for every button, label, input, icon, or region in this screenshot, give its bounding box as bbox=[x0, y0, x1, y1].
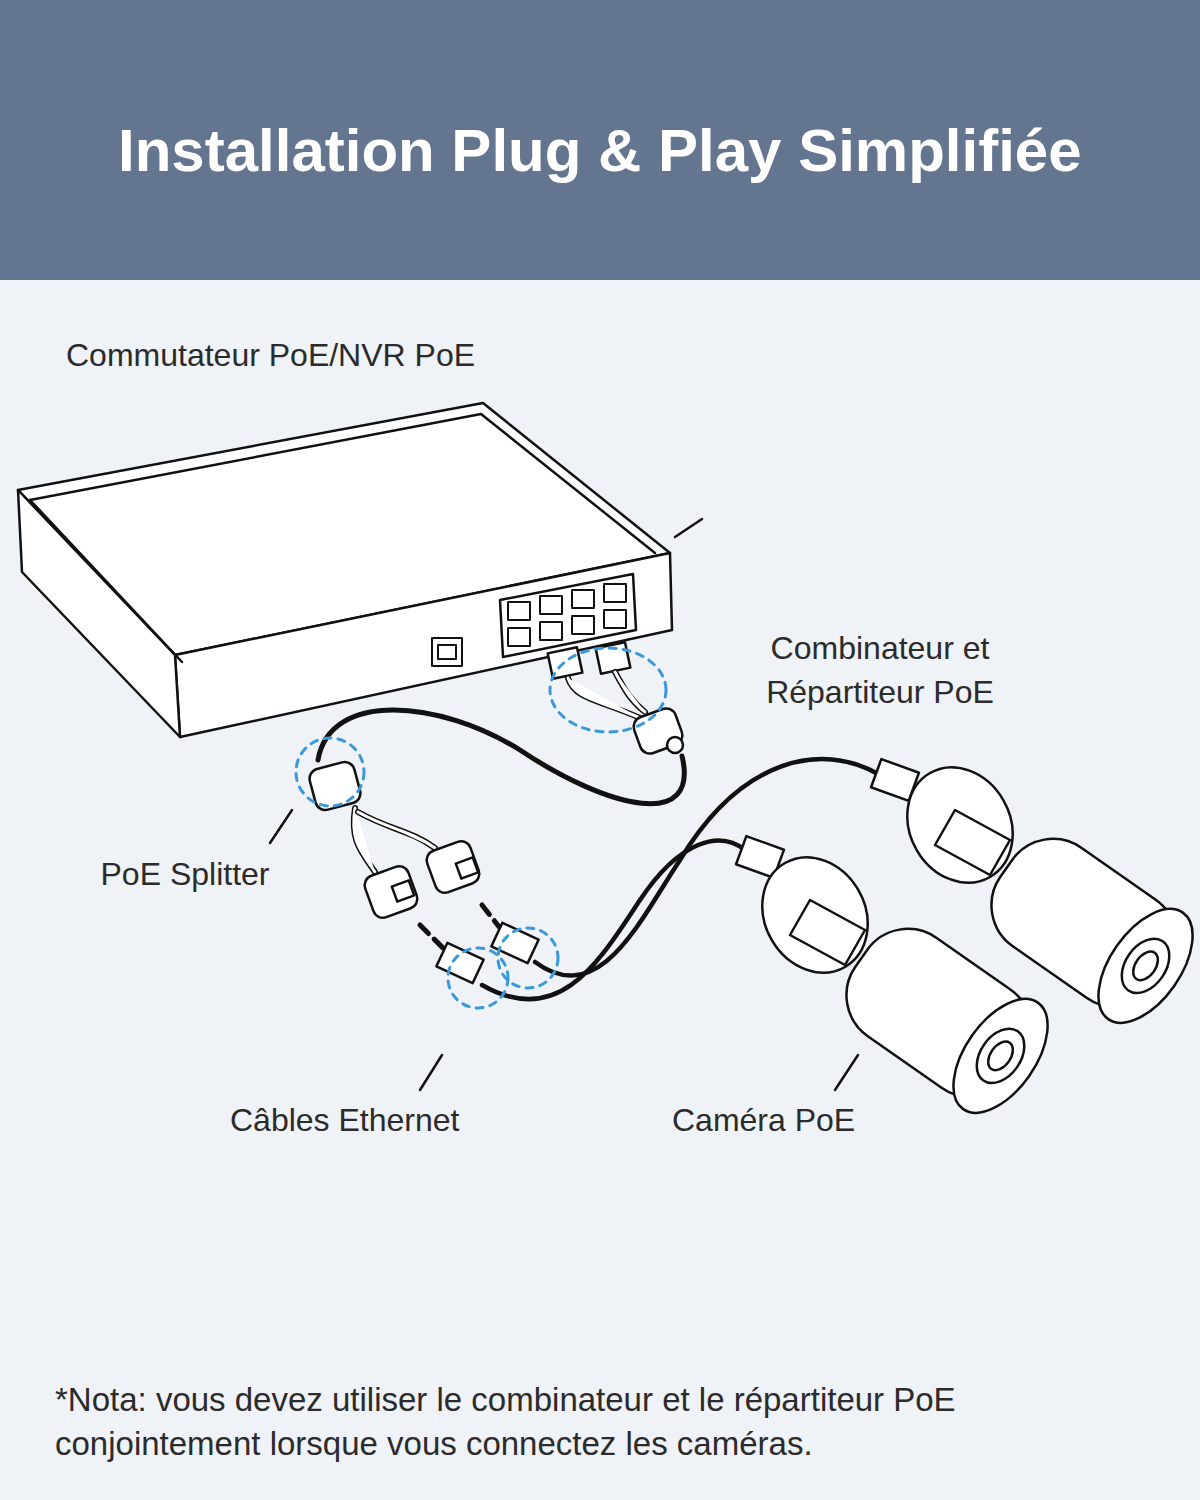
ethernet-cable bbox=[482, 841, 745, 1000]
poe-splitter bbox=[307, 760, 482, 921]
device-label: Combinateur et Répartiteur PoE bbox=[690, 626, 1070, 714]
ethernet-cable bbox=[318, 710, 684, 804]
note: *Nota: vous devez utiliser le combinateu… bbox=[55, 1378, 1105, 1466]
device-label: Commutateur PoE/NVR PoE bbox=[66, 333, 766, 377]
leader-line bbox=[675, 519, 702, 537]
leader-line bbox=[835, 1055, 858, 1090]
device-label: Câbles Ethernet bbox=[230, 1098, 630, 1142]
leader-line bbox=[270, 810, 292, 843]
device-label: PoE Splitter bbox=[100, 852, 270, 896]
poe-camera bbox=[736, 836, 1066, 1129]
device-label: Caméra PoE bbox=[672, 1098, 1072, 1142]
leader-line bbox=[420, 1055, 442, 1090]
poe-switch bbox=[18, 403, 672, 737]
poe-combiner bbox=[548, 642, 686, 756]
title: Installation Plug & Play Simplifiée bbox=[118, 116, 1082, 185]
